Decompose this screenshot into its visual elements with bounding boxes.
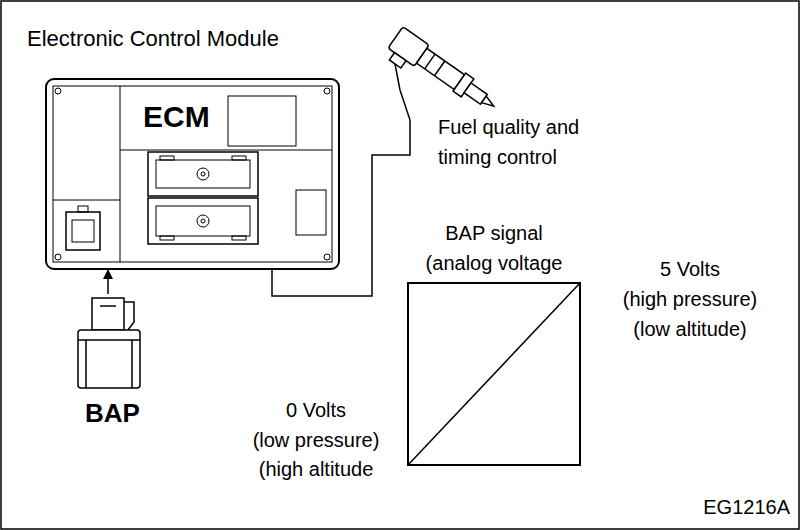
side-label: (low altitude) [605,316,775,342]
graph-heading: BAP signal (analog voltage [413,218,575,278]
ecm-module [46,79,339,269]
side-label: (high altitude [231,456,401,482]
signal-graph [408,283,580,465]
graph-box: BAP signal (analog voltage [408,218,580,465]
side-label: 5 Volts [605,256,775,282]
connector-wire [272,135,410,296]
side-label: (low pressure) [231,427,401,453]
injector-label: Fuel quality and timing control [438,112,610,172]
sensor-label: BAP [70,398,155,428]
side-label: EG1216A [680,494,790,520]
injector-box: Fuel quality and timing control [388,28,498,135]
diagram-title: Electronic Control Module [27,24,279,54]
ecm-module-box: ECM [45,78,340,270]
side-label: (high pressure) [605,286,775,312]
connector-wire [107,270,109,294]
module-label: ECM [143,100,210,134]
sensor-box: BAP [70,294,155,429]
side-label: 0 Volts [231,397,401,423]
bap-sensor [78,298,140,388]
